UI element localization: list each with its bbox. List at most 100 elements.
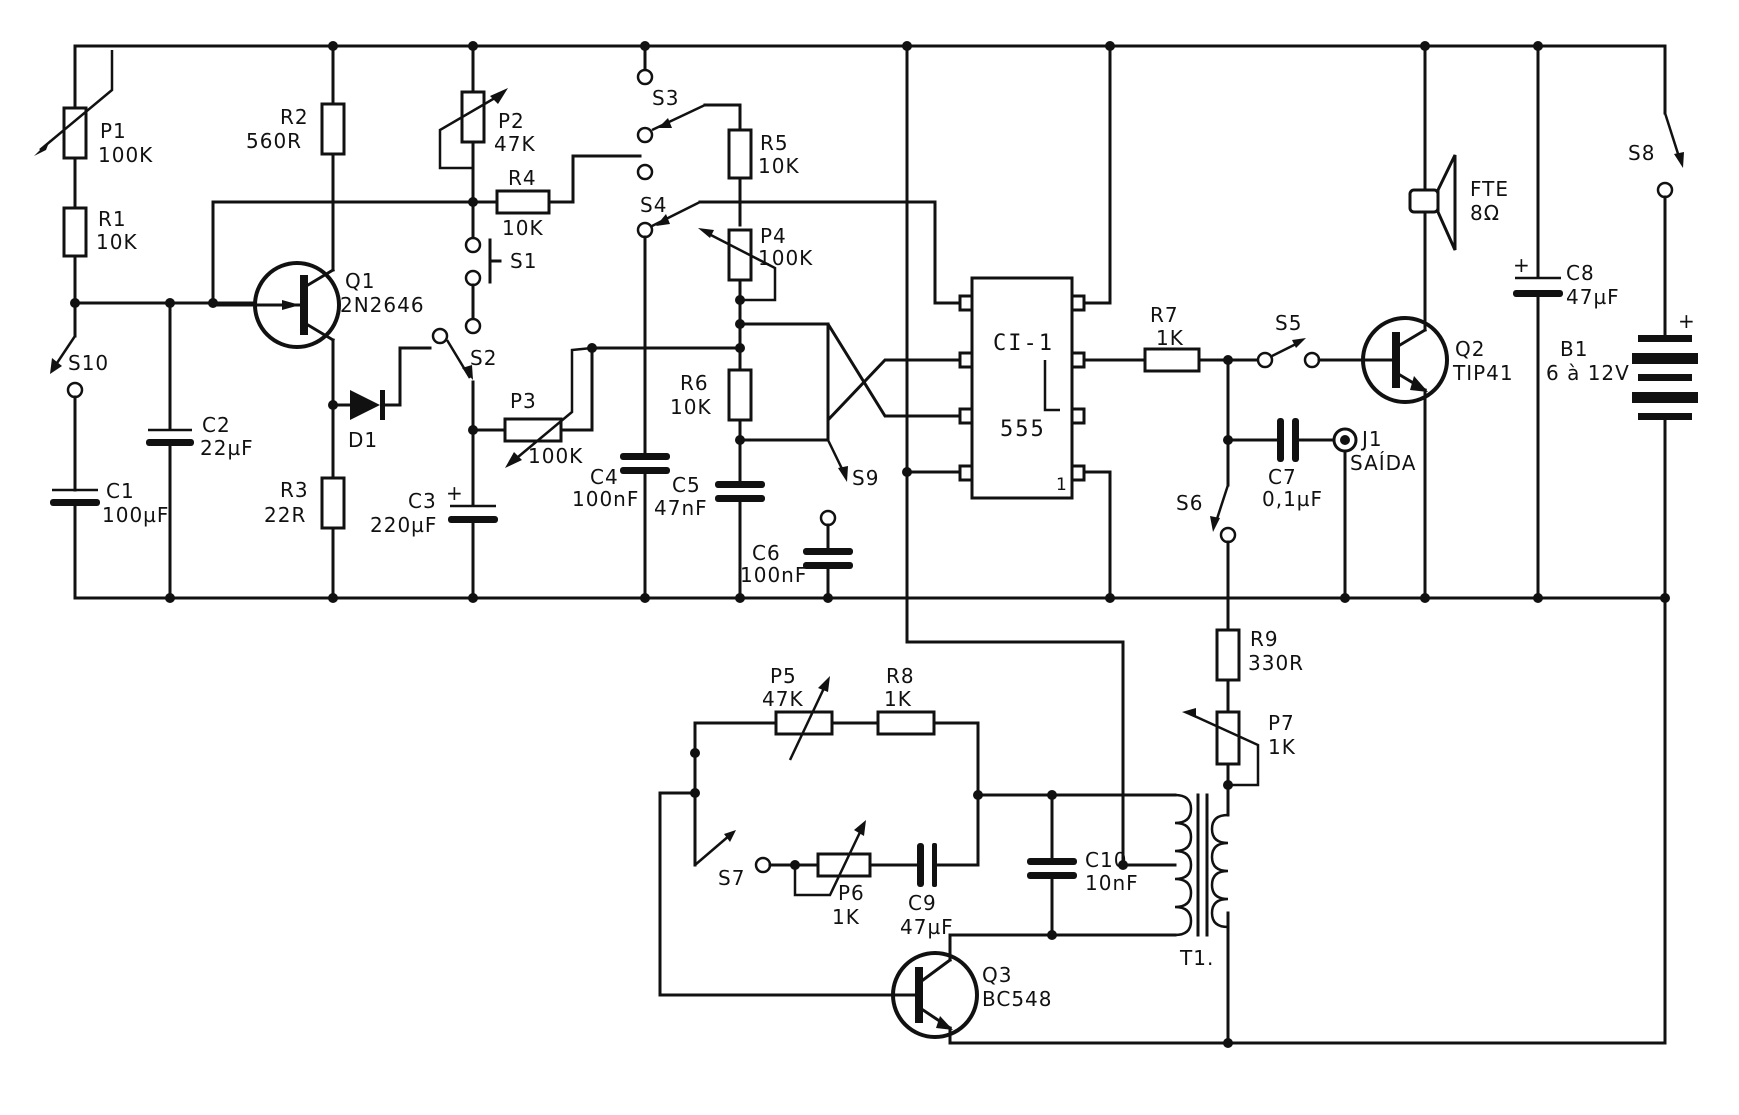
s4-ref: S4 <box>640 193 667 217</box>
r6-ref: R6 <box>680 371 709 395</box>
r9-resistor: R9 330R <box>1215 627 1304 714</box>
c2-value: 22µF <box>200 436 254 460</box>
c4-ref: C4 <box>590 465 619 489</box>
p7-ref: P7 <box>1268 711 1295 735</box>
r9-ref: R9 <box>1250 627 1279 651</box>
d1-ref: D1 <box>348 428 378 452</box>
c8-plus: + <box>1513 253 1531 277</box>
c4-capacitor: C4 100nF <box>572 453 670 600</box>
q2-power-transistor: Q2 TIP41 <box>1358 44 1514 600</box>
ci1-value: 555 <box>1000 417 1046 442</box>
p2-value: 47K <box>494 132 536 156</box>
c6-value: 100nF <box>740 563 807 587</box>
ci1-ref: CI-1 <box>993 331 1054 356</box>
c8-capacitor: + C8 47µF <box>1513 44 1620 600</box>
b1-ref: B1 <box>1560 337 1588 361</box>
p4-ref: P4 <box>760 224 787 248</box>
q1-value: 2N2646 <box>340 293 425 317</box>
s8-ref: S8 <box>1628 141 1655 165</box>
p3-potentiometer: P3 100K <box>471 346 594 468</box>
t1-ref: T1. <box>1179 946 1214 970</box>
c7-value: 0,1µF <box>1262 487 1323 511</box>
r2-value: 560R <box>246 129 302 153</box>
r1-value: 10K <box>96 230 138 254</box>
s10-switch: S10 <box>50 301 109 492</box>
p1-value: 100K <box>98 143 153 167</box>
t1-transformer: T1. <box>1174 783 1230 1045</box>
q1-ref: Q1 <box>345 269 375 293</box>
b1-battery: + B1 6 à 12V <box>1546 309 1698 600</box>
p2-ref: P2 <box>498 109 525 133</box>
q2-ref: Q2 <box>1455 337 1485 361</box>
j1-value: SAÍDA <box>1350 451 1416 475</box>
r3-value: 22R <box>264 503 306 527</box>
q2-value: TIP41 <box>1452 361 1514 385</box>
s2-switch: S2 <box>431 327 497 432</box>
c1-ref: C1 <box>106 479 135 503</box>
c3-ref: C3 <box>408 489 437 513</box>
r8-resistor: R8 1K <box>876 664 980 867</box>
q3-transistor: Q3 BC548 <box>891 933 1230 1045</box>
r9-value: 330R <box>1248 651 1304 675</box>
r4-value: 10K <box>502 216 544 240</box>
s7-ref: S7 <box>718 866 745 890</box>
d1-diode: D1 <box>331 346 432 452</box>
c1-value: 100µF <box>102 503 169 527</box>
r7-ref: R7 <box>1150 303 1179 327</box>
ground-rail <box>73 596 1667 1045</box>
s7-switch: S7 <box>693 791 820 890</box>
j1-output-jack[interactable]: J1 SAÍDA <box>1332 427 1416 600</box>
r1-ref: R1 <box>98 207 127 231</box>
r3-resistor: R3 22R <box>264 476 346 600</box>
p2-potentiometer: P2 47K <box>438 44 536 204</box>
c1-capacitor: C1 100µF <box>50 479 169 600</box>
c9-capacitor: C9 47µF <box>900 843 980 939</box>
r8-value: 1K <box>884 687 912 711</box>
positive-rail <box>73 44 1667 115</box>
s5-switch: S5 <box>1256 311 1362 369</box>
c9-ref: C9 <box>908 891 937 915</box>
r5-value: 10K <box>758 154 800 178</box>
c3-plus: + <box>446 481 464 505</box>
fte-speaker: FTE 8Ω <box>1408 154 1508 251</box>
ci1-555-timer: CI-1 555 1 <box>958 276 1086 500</box>
r4-ref: R4 <box>508 166 537 190</box>
c3-capacitor: + C3 220µF <box>370 428 498 600</box>
p4-value: 100K <box>758 246 813 270</box>
p3-ref: P3 <box>510 389 537 413</box>
p5-value: 47K <box>762 687 804 711</box>
p7-potentiometer: P7 1K <box>1182 708 1295 787</box>
p6-ref: P6 <box>838 881 865 905</box>
c8-value: 47µF <box>1566 285 1620 309</box>
r2-ref: R2 <box>280 105 309 129</box>
s1-pushbutton: S1 <box>464 200 537 335</box>
p5-potentiometer: P5 47K <box>762 664 880 761</box>
s9-ref: S9 <box>852 466 879 490</box>
c6-capacitor: C6 100nF <box>740 541 853 600</box>
r3-ref: R3 <box>280 478 309 502</box>
s2-ref: S2 <box>470 346 497 370</box>
s9-switch: S9 <box>819 439 879 552</box>
s3-ref: S3 <box>652 86 679 110</box>
b1-value: 6 à 12V <box>1546 361 1630 385</box>
c5-capacitor: C5 47nF <box>654 473 765 600</box>
fte-value: 8Ω <box>1470 201 1500 225</box>
s10-ref: S10 <box>68 351 109 375</box>
r8-ref: R8 <box>886 664 915 688</box>
q1-ujt-transistor: Q1 2N2646 <box>211 261 425 349</box>
p6-value: 1K <box>832 905 860 929</box>
s3-switch: S3 <box>636 44 742 181</box>
c9-value: 47µF <box>900 915 954 939</box>
p6-potentiometer: P6 1K <box>793 820 919 929</box>
c4-value: 100nF <box>572 487 639 511</box>
c7-ref: C7 <box>1268 465 1297 489</box>
junction-dots <box>70 41 1670 1048</box>
s6-switch: S6 <box>1176 438 1237 632</box>
p5-ref: P5 <box>770 664 797 688</box>
p3-value: 100K <box>528 444 583 468</box>
s1-ref: S1 <box>510 249 537 273</box>
ci1-pin1: 1 <box>1056 475 1067 495</box>
j1-ref: J1 <box>1360 427 1383 451</box>
q3-ref: Q3 <box>982 963 1012 987</box>
